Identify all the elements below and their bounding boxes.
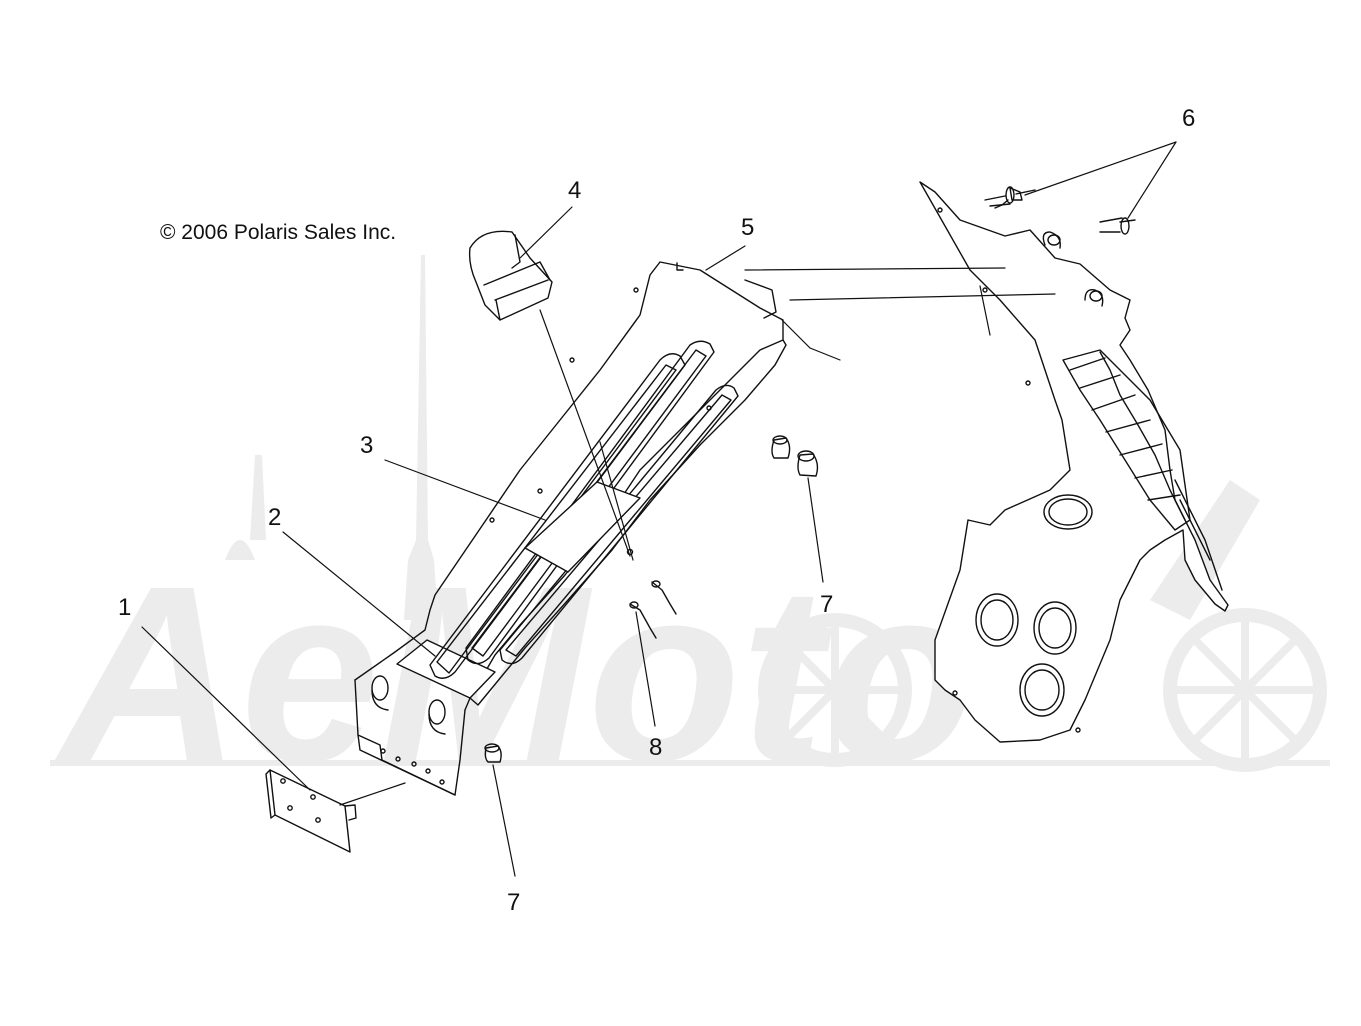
callout-3: 3 <box>360 432 373 459</box>
callout-6: 6 <box>1182 105 1195 132</box>
callout-7-lower: 7 <box>507 889 520 916</box>
callout-8: 8 <box>649 734 662 761</box>
callout-7-upper: 7 <box>820 591 833 618</box>
rear-guard-shield <box>919 181 1229 743</box>
callout-4: 4 <box>568 177 581 204</box>
callout-1: 1 <box>118 594 131 621</box>
part-7-nut-upper <box>771 435 819 477</box>
callout-2: 2 <box>268 504 281 531</box>
watermark-text: AeMoto <box>54 534 977 813</box>
callout-numbers: 1 2 3 4 5 6 7 7 8 <box>118 105 1195 916</box>
part-8-rivets <box>629 580 677 639</box>
leader-lines <box>141 141 1177 877</box>
part-6-bolts <box>984 186 1136 235</box>
part-7-nut-lower <box>484 743 502 763</box>
part-4-cover-clip <box>468 230 553 321</box>
callout-5: 5 <box>741 214 754 241</box>
part-1-bracket-plate <box>265 769 357 853</box>
copyright-text: © 2006 Polaris Sales Inc. <box>160 221 396 244</box>
